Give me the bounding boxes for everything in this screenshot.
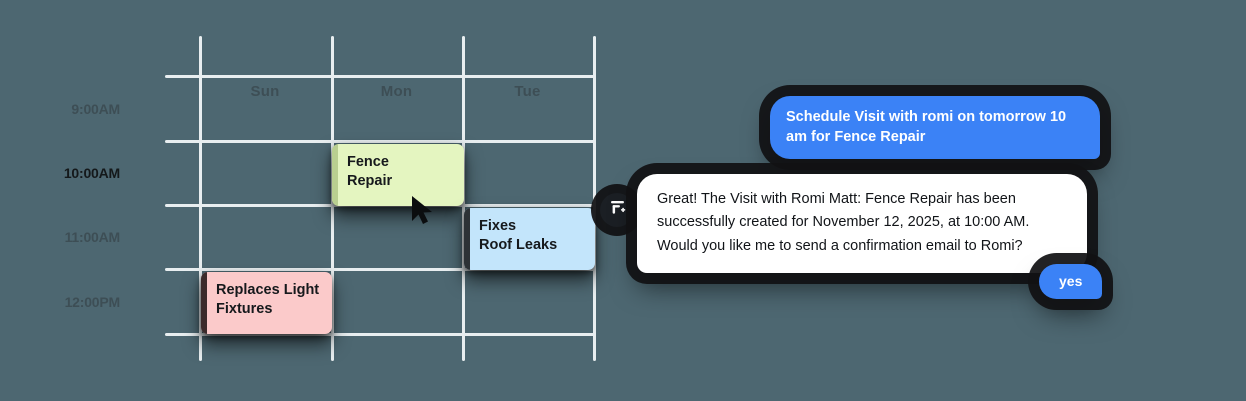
chat-bubble-user-yes[interactable]: yes bbox=[1039, 264, 1103, 300]
grid-hline-12 bbox=[165, 333, 596, 336]
grid-hline-header bbox=[165, 75, 596, 78]
calendar-day-header-tue[interactable]: Tue bbox=[514, 83, 541, 100]
calendar-event-fixes-roof-leaks[interactable]: Fixes Roof Leaks bbox=[464, 208, 595, 270]
calendar-event-fence-repair[interactable]: Fence Repair bbox=[332, 144, 464, 206]
brand-logo-icon bbox=[608, 198, 627, 222]
event-accent-bar bbox=[332, 144, 338, 206]
calendar-time-label-9am: 9:00AM bbox=[71, 101, 120, 117]
event-title: Replaces Light Fixtures bbox=[216, 282, 320, 318]
grid-vline-right bbox=[593, 36, 596, 361]
chat-bubble-user[interactable]: Schedule Visit with romi on tomorrow 10 … bbox=[770, 96, 1100, 159]
grid-hline-9 bbox=[165, 140, 596, 143]
assistant-avatar bbox=[600, 193, 634, 227]
calendar-grid: Sun Mon Tue 9:00AM 10:00AM 11:00AM 12:00… bbox=[64, 36, 596, 361]
calendar-event-replaces-light-fixtures[interactable]: Replaces Light Fixtures bbox=[201, 272, 332, 334]
calendar-time-label-12pm: 12:00PM bbox=[64, 294, 121, 310]
chat-message-assistant-1: Great! The Visit with Romi Matt: Fence R… bbox=[637, 174, 1087, 274]
chat-message-user-1: Schedule Visit with romi on tomorrow 10 … bbox=[770, 96, 1100, 159]
event-accent-bar bbox=[464, 208, 470, 270]
grid-hline-11 bbox=[165, 268, 596, 271]
calendar-time-label-11am: 11:00AM bbox=[64, 229, 121, 245]
chat-bubble-assistant[interactable]: Great! The Visit with Romi Matt: Fence R… bbox=[637, 174, 1087, 274]
calendar-day-header-sun[interactable]: Sun bbox=[250, 83, 280, 100]
chat-message-user-2: yes bbox=[1039, 264, 1103, 300]
event-title: Fixes Roof Leaks bbox=[479, 218, 558, 254]
chat-panel: Schedule Visit with romi on tomorrow 10 … bbox=[595, 70, 1195, 335]
calendar-time-label-10am: 10:00AM bbox=[63, 165, 120, 181]
event-accent-bar bbox=[201, 272, 207, 334]
event-title: Fence Repair bbox=[347, 154, 393, 190]
grid-vline-left bbox=[199, 36, 202, 361]
calendar-day-header-mon[interactable]: Mon bbox=[380, 83, 413, 100]
